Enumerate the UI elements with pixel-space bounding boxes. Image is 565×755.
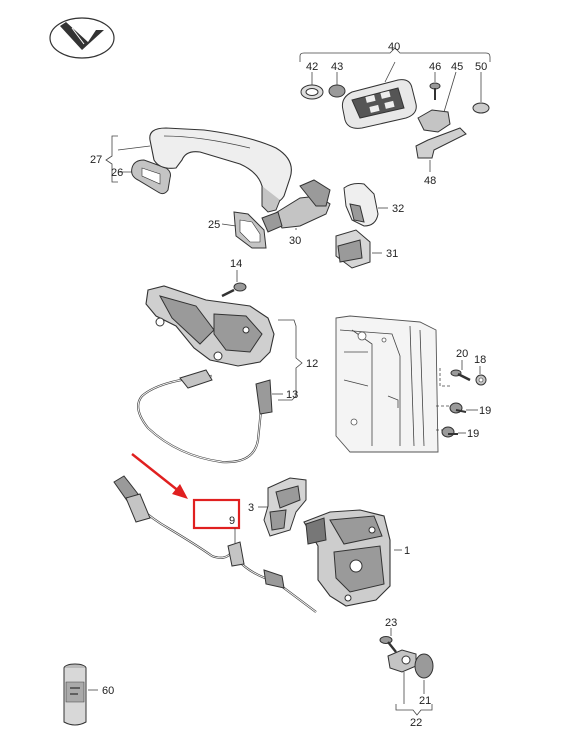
label-27: 27 xyxy=(90,154,102,166)
handle-carrier xyxy=(145,285,275,367)
bracket-22 xyxy=(395,704,433,716)
door-handle xyxy=(149,127,292,213)
part-32 xyxy=(343,183,388,227)
part-31 xyxy=(335,229,382,269)
part-43 xyxy=(328,72,346,98)
key-fob xyxy=(341,61,417,129)
label-19-upper: 19 xyxy=(479,405,491,417)
label-40: 40 xyxy=(388,41,400,53)
label-50: 50 xyxy=(475,61,487,73)
label-26: 26 xyxy=(111,167,123,179)
part-48 xyxy=(415,127,467,172)
part-60 xyxy=(63,663,98,726)
label-1: 1 xyxy=(404,545,410,557)
label-22: 22 xyxy=(410,717,422,729)
part-13 xyxy=(137,369,283,464)
label-48: 48 xyxy=(424,175,436,187)
label-18: 18 xyxy=(474,354,486,366)
label-14: 14 xyxy=(230,258,242,270)
label-23: 23 xyxy=(385,617,397,629)
brand-logo xyxy=(49,17,115,59)
bracket-40 xyxy=(299,47,491,62)
label-42: 42 xyxy=(306,61,318,73)
highlight-box xyxy=(192,498,241,530)
label-9: 9 xyxy=(229,515,235,527)
label-46: 46 xyxy=(429,61,441,73)
label-32: 32 xyxy=(392,203,404,215)
label-45: 45 xyxy=(451,61,463,73)
highlight-arrow xyxy=(131,453,188,499)
part-26 xyxy=(131,159,171,195)
part-45 xyxy=(417,71,457,133)
label-31: 31 xyxy=(386,248,398,260)
part-46 xyxy=(429,72,441,100)
label-30: 30 xyxy=(289,235,301,247)
part-19-lower xyxy=(441,426,466,438)
label-25: 25 xyxy=(208,219,220,231)
part-42 xyxy=(300,72,324,100)
part-23 xyxy=(379,628,397,653)
part-21 xyxy=(414,653,434,694)
part-19-upper xyxy=(449,402,478,414)
label-12: 12 xyxy=(306,358,318,370)
bracket-12 xyxy=(278,319,303,401)
part-18 xyxy=(475,366,487,386)
bracket-27 xyxy=(105,135,118,183)
part-3 xyxy=(258,477,307,537)
part-9 xyxy=(113,475,317,613)
door-inner-panel xyxy=(335,315,456,453)
label-21: 21 xyxy=(419,695,431,707)
part-25 xyxy=(221,211,267,249)
part-20 xyxy=(450,360,471,382)
part-50 xyxy=(472,72,490,114)
label-60: 60 xyxy=(102,685,114,697)
label-19-lower: 19 xyxy=(467,428,479,440)
part-22-plate xyxy=(387,649,417,673)
label-3: 3 xyxy=(248,502,254,514)
label-20: 20 xyxy=(456,348,468,360)
part-14 xyxy=(221,270,247,298)
label-13: 13 xyxy=(286,389,298,401)
label-43: 43 xyxy=(331,61,343,73)
part-1 xyxy=(303,509,402,607)
part-30 xyxy=(261,179,331,233)
